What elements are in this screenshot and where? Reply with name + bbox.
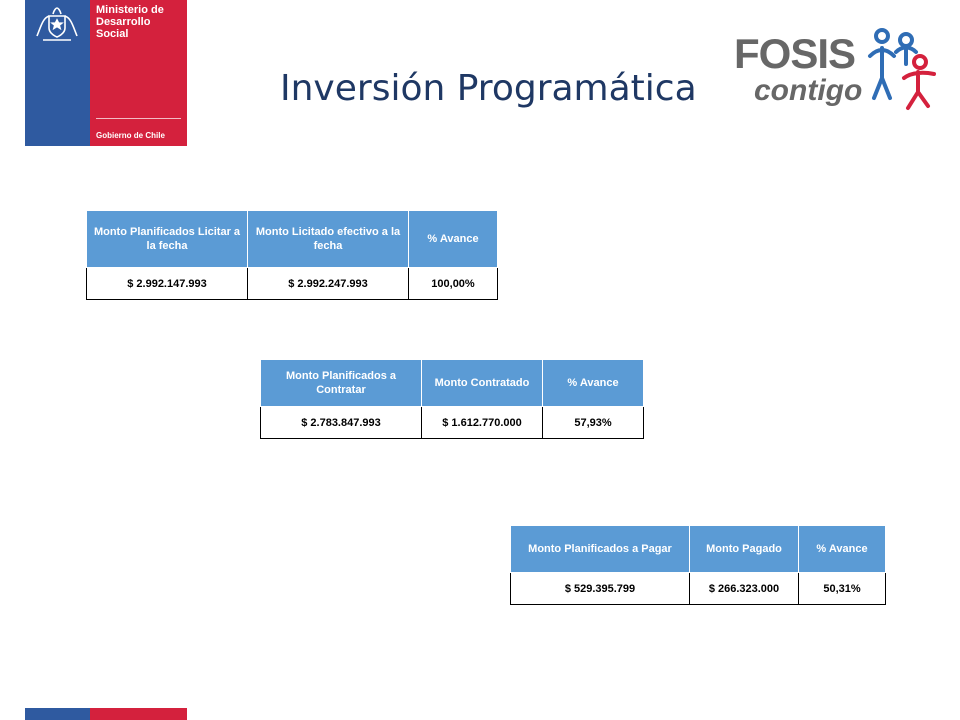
footer-blue-bar (25, 708, 90, 720)
table-cell: $ 2.992.247.993 (247, 267, 409, 300)
fosis-logo: FOSIS contigo (728, 22, 938, 114)
table-cell: $ 2.783.847.993 (260, 406, 422, 439)
pago-table: Monto Planificados a Pagar Monto Pagado … (510, 525, 886, 605)
ministry-logo: Ministerio de Desarrollo Social Gobierno… (25, 0, 187, 146)
table-header-row: Monto Planificados a Pagar Monto Pagado … (510, 525, 886, 573)
table-cell: 50,31% (798, 572, 886, 605)
people-figures-icon (868, 28, 936, 110)
column-header: Monto Planificados a Pagar (510, 525, 690, 573)
table-row: $ 529.395.799 $ 266.323.000 50,31% (510, 572, 886, 605)
ministry-name-line-3: Social (96, 28, 129, 40)
government-label: Gobierno de Chile (96, 131, 165, 140)
table-cell: $ 1.612.770.000 (421, 406, 543, 439)
licitacion-table: Monto Planificados Licitar a la fecha Mo… (86, 210, 498, 300)
slide-title: Inversión Programática (280, 68, 697, 109)
ministry-name-line-2: Desarrollo (96, 16, 151, 28)
table-cell: $ 529.395.799 (510, 572, 690, 605)
table-cell: $ 2.992.147.993 (86, 267, 248, 300)
table-cell: $ 266.323.000 (689, 572, 799, 605)
coat-of-arms-icon (36, 7, 78, 41)
fosis-tagline: contigo (754, 74, 863, 107)
contratacion-table: Monto Planificados a Contratar Monto Con… (260, 359, 644, 439)
column-header: Monto Planificados Licitar a la fecha (86, 210, 248, 268)
table-row: $ 2.992.147.993 $ 2.992.247.993 100,00% (86, 267, 498, 300)
column-header: % Avance (408, 210, 498, 268)
table-cell: 100,00% (408, 267, 498, 300)
column-header: Monto Pagado (689, 525, 799, 573)
fosis-wordmark: FOSIS (734, 30, 856, 77)
footer-red-bar (90, 708, 187, 720)
table-cell: 57,93% (542, 406, 644, 439)
logo-blue-band (25, 0, 90, 146)
table-header-row: Monto Planificados a Contratar Monto Con… (260, 359, 644, 407)
column-header: % Avance (798, 525, 886, 573)
ministry-name-line-1: Ministerio de (96, 4, 164, 16)
column-header: Monto Contratado (421, 359, 543, 407)
table-row: $ 2.783.847.993 $ 1.612.770.000 57,93% (260, 406, 644, 439)
column-header: Monto Licitado efectivo a la fecha (247, 210, 409, 268)
table-header-row: Monto Planificados Licitar a la fecha Mo… (86, 210, 498, 268)
column-header: Monto Planificados a Contratar (260, 359, 422, 407)
ministry-name: Ministerio de Desarrollo Social (96, 4, 186, 40)
logo-divider (96, 118, 181, 119)
column-header: % Avance (542, 359, 644, 407)
logo-red-band (90, 0, 187, 146)
